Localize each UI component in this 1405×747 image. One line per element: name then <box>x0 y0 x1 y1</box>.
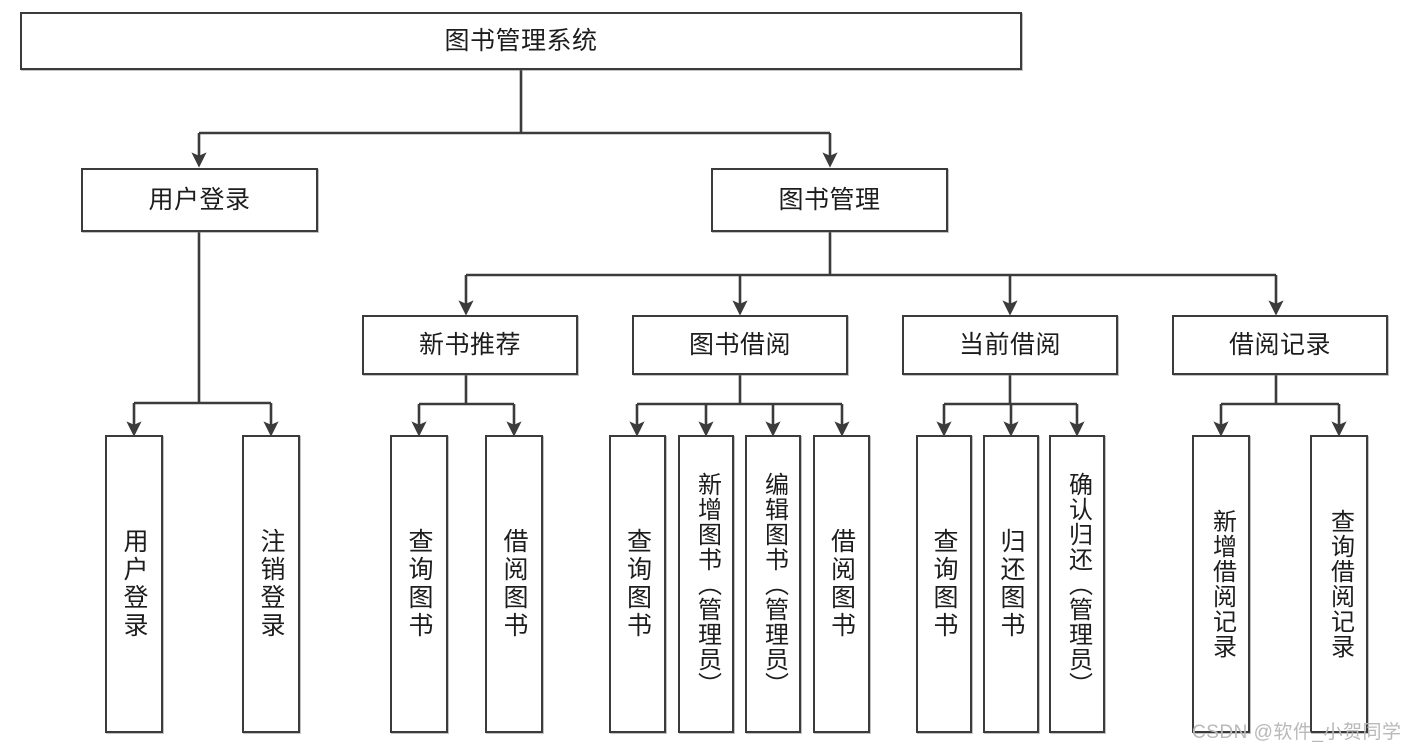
node-user-login[interactable]: 用户登录 <box>81 168 318 232</box>
node-label: 当前借阅 <box>958 330 1061 359</box>
leaf-record-add-record[interactable]: 新增借阅记录 <box>1192 435 1250 733</box>
node-label: 查询图书 <box>930 528 958 640</box>
leaf-user-login-logout[interactable]: 注销登录 <box>242 435 300 733</box>
csdn-watermark: CSDN @软件_小贺同学 <box>1192 722 1402 743</box>
node-label: 图书借阅 <box>688 330 791 359</box>
leaf-recommend-borrow-book[interactable]: 借阅图书 <box>485 435 543 733</box>
node-label: 新增借阅记录 <box>1208 509 1236 659</box>
leaf-recommend-query-book[interactable]: 查询图书 <box>390 435 448 733</box>
node-label: 查询图书 <box>623 528 652 640</box>
leaf-user-login-login[interactable]: 用户登录 <box>105 435 163 733</box>
node-current-borrow[interactable]: 当前借阅 <box>902 315 1118 375</box>
node-label: 借阅图书 <box>500 528 528 640</box>
node-label: 编辑图书（管理员） <box>760 471 788 697</box>
node-label: 用户登录 <box>148 185 251 214</box>
node-borrow-record[interactable]: 借阅记录 <box>1172 315 1388 375</box>
leaf-current-return-book[interactable]: 归还图书 <box>983 435 1039 733</box>
node-new-book-recommend[interactable]: 新书推荐 <box>362 315 578 375</box>
node-label: 用户登录 <box>120 528 148 640</box>
leaf-borrow-edit-book-admin[interactable]: 编辑图书（管理员） <box>745 435 801 733</box>
node-label: 新增图书（管理员） <box>693 471 721 697</box>
node-label: 图书管理 <box>778 185 881 214</box>
leaf-borrow-borrow-book[interactable]: 借阅图书 <box>813 435 870 733</box>
leaf-borrow-add-book-admin[interactable]: 新增图书（管理员） <box>678 435 734 733</box>
leaf-record-query-record[interactable]: 查询借阅记录 <box>1310 435 1368 733</box>
node-label: 新书推荐 <box>418 330 521 359</box>
leaf-borrow-query-book[interactable]: 查询图书 <box>609 435 666 733</box>
node-label: 借阅图书 <box>827 528 856 640</box>
node-root-system[interactable]: 图书管理系统 <box>20 12 1022 70</box>
node-label: 借阅记录 <box>1228 330 1331 359</box>
node-label: 归还图书 <box>997 528 1025 640</box>
node-label: 确认归还（管理员） <box>1064 471 1092 697</box>
leaf-current-query-book[interactable]: 查询图书 <box>916 435 972 733</box>
node-label: 图书管理系统 <box>444 26 598 55</box>
node-book-management[interactable]: 图书管理 <box>711 168 948 232</box>
node-label: 查询借阅记录 <box>1326 509 1354 659</box>
node-label: 注销登录 <box>257 528 285 640</box>
node-label: 查询图书 <box>405 528 433 640</box>
node-book-borrow[interactable]: 图书借阅 <box>632 315 848 375</box>
leaf-current-confirm-return-admin[interactable]: 确认归还（管理员） <box>1049 435 1105 733</box>
